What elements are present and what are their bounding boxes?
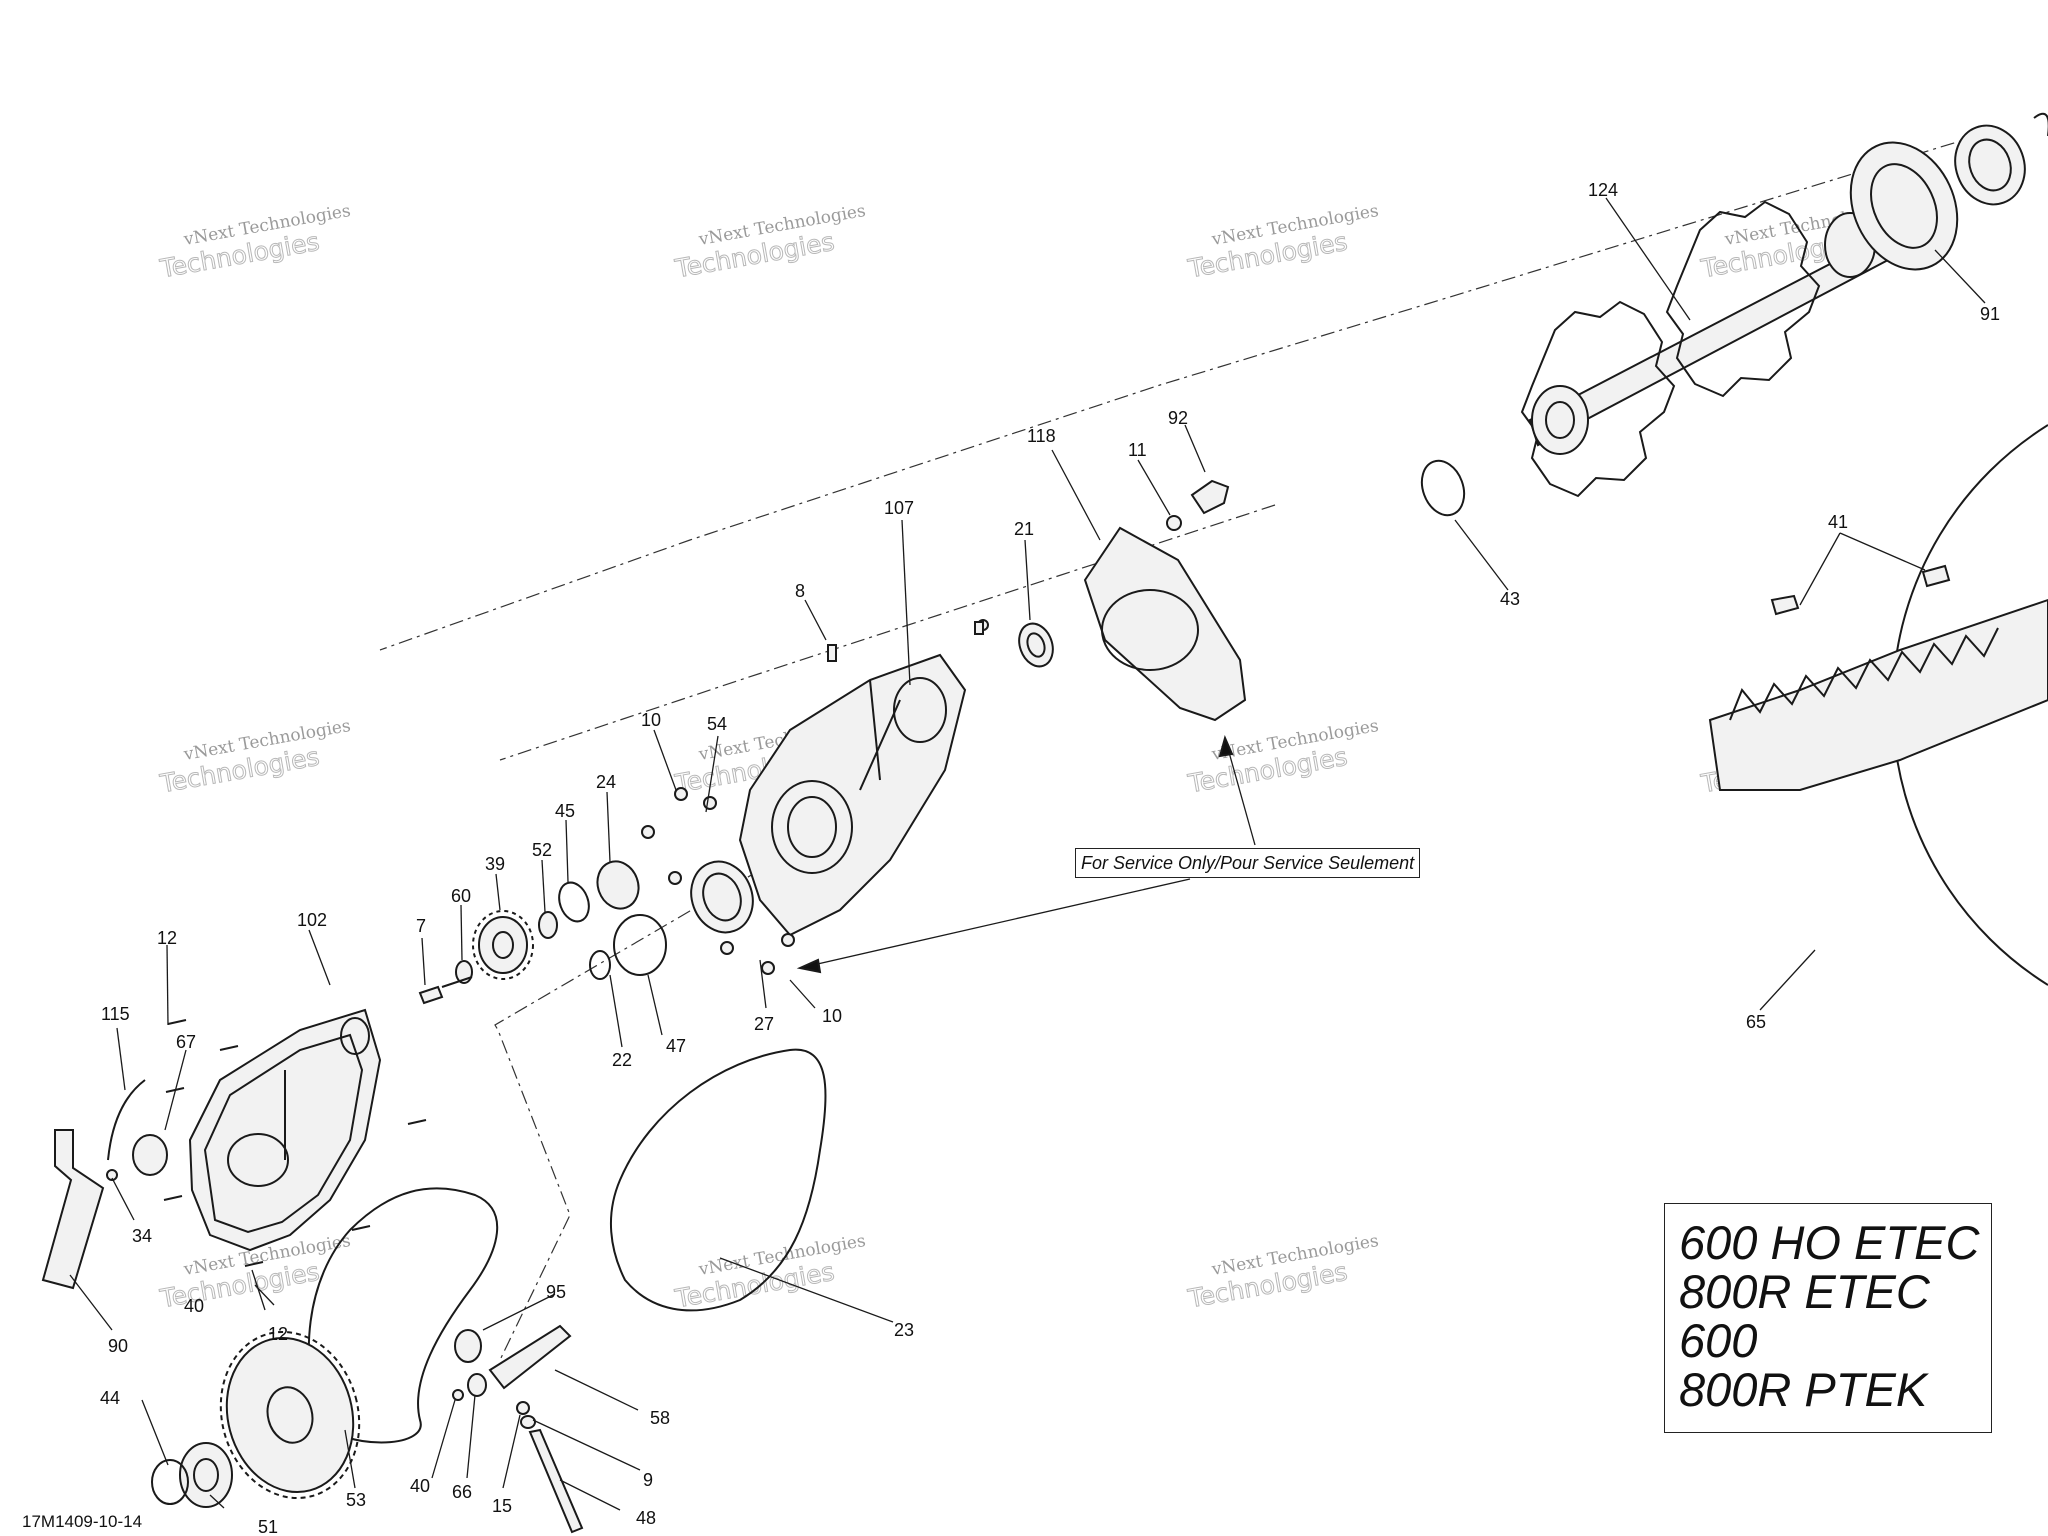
callout-labels: 124 91 118 92 11 107 21 43 41 8 10 54 24… — [100, 180, 2000, 1536]
document-code: 17M1409-10-14 — [22, 1512, 143, 1531]
tensioner-arm-58 — [488, 1324, 572, 1390]
callout-12: 12 — [157, 928, 177, 948]
drive-axle-sprocket-assembly — [1520, 200, 1890, 498]
callout-7: 7 — [416, 916, 426, 936]
hub-51 — [179, 1442, 233, 1508]
drive-chain-53 — [307, 1187, 499, 1444]
washer-9 — [520, 1415, 536, 1429]
model-line-4: 800R PTEK — [1679, 1363, 1928, 1416]
bearing-right — [1954, 112, 2048, 206]
track-detail-view — [1708, 424, 2048, 986]
callout-15: 15 — [492, 1496, 512, 1516]
rod-48 — [528, 1428, 584, 1534]
chaincase-housing — [738, 653, 967, 937]
callout-27: 27 — [754, 1014, 774, 1034]
callout-10: 10 — [641, 710, 661, 730]
callout-44: 44 — [100, 1388, 120, 1408]
callout-66: 66 — [452, 1482, 472, 1502]
callout-90: 90 — [108, 1336, 128, 1356]
seal-27 — [690, 860, 754, 934]
fitting-34 — [106, 1169, 118, 1181]
callout-8: 8 — [795, 581, 805, 601]
callout-45: 45 — [555, 801, 575, 821]
model-line-1: 600 HO ETEC — [1679, 1216, 1980, 1269]
callout-91: 91 — [1980, 304, 2000, 324]
callout-52: 52 — [532, 840, 552, 860]
callout-23: 23 — [894, 1320, 914, 1340]
callout-118: 118 — [1027, 426, 1056, 446]
model-line-3: 600 — [1679, 1314, 1758, 1367]
seal-ring — [1849, 141, 1959, 271]
sprocket-39 — [472, 910, 534, 980]
callout-9: 9 — [643, 1470, 653, 1490]
callout-67: 67 — [176, 1032, 196, 1052]
gear-46 — [219, 1330, 361, 1500]
callout-48: 48 — [636, 1508, 656, 1528]
callout-41: 41 — [1828, 512, 1848, 532]
circlip-43 — [1420, 459, 1466, 517]
callout-53: 53 — [346, 1490, 366, 1510]
callout-46: 40 — [184, 1296, 204, 1316]
callout-11: 11 — [1128, 440, 1147, 460]
washer-52 — [538, 911, 558, 939]
callout-47: 47 — [666, 1036, 686, 1056]
callout-40: 40 — [410, 1476, 430, 1496]
washer-15 — [516, 1401, 530, 1415]
circlip-47 — [613, 914, 667, 976]
callout-107: 107 — [884, 498, 914, 518]
bracket-hole — [1101, 589, 1199, 671]
callout-65: 65 — [1746, 1012, 1766, 1032]
circlip-22 — [589, 950, 611, 980]
lever-90 — [41, 1129, 105, 1290]
service-only-note: For Service Only/Pour Service Seulement — [1075, 848, 1421, 878]
model-line-2: 800R ETEC — [1679, 1265, 1930, 1318]
plug-67 — [132, 1134, 168, 1176]
callout-58: 58 — [650, 1408, 670, 1428]
breather-tube-115 — [107, 1079, 146, 1161]
callout-51: 51 — [258, 1517, 278, 1536]
cam-95 — [454, 1329, 482, 1363]
circlip-45 — [558, 881, 590, 923]
callout-10b: 10 — [822, 1006, 842, 1026]
callout-43: 43 — [1500, 589, 1520, 609]
chaincase-cover — [188, 1008, 382, 1252]
bearing-24 — [596, 860, 640, 910]
callout-95: 95 — [546, 1282, 566, 1302]
bearing-21 — [977, 619, 1054, 668]
callout-34: 34 — [132, 1226, 152, 1246]
callout-21: 21 — [1014, 519, 1034, 539]
bolt-7 — [418, 976, 473, 1005]
clip-92 — [1190, 479, 1230, 515]
pin-40 — [452, 1389, 464, 1401]
circlip-44 — [151, 1459, 189, 1505]
callout-92: 92 — [1168, 408, 1188, 428]
leader-lines — [69, 197, 1986, 1511]
gasket-23 — [610, 1048, 827, 1312]
callout-54: 54 — [707, 714, 727, 734]
callout-124: 124 — [1588, 180, 1618, 200]
roller-66 — [467, 1373, 487, 1397]
callout-115: 115 — [101, 1004, 130, 1024]
model-list-box: 600 HO ETEC 800R ETEC 600 800R PTEK — [1664, 1203, 1992, 1433]
callout-24: 24 — [596, 772, 616, 792]
callout-60: 60 — [451, 886, 471, 906]
callout-39: 39 — [485, 854, 505, 874]
bracket-plate-118 — [1083, 526, 1247, 722]
callout-102: 102 — [297, 910, 327, 930]
assembly-axes — [379, 134, 1981, 1361]
callout-12b: 12 — [268, 1324, 288, 1344]
nut-11 — [1166, 515, 1182, 531]
callout-22: 22 — [612, 1050, 632, 1070]
